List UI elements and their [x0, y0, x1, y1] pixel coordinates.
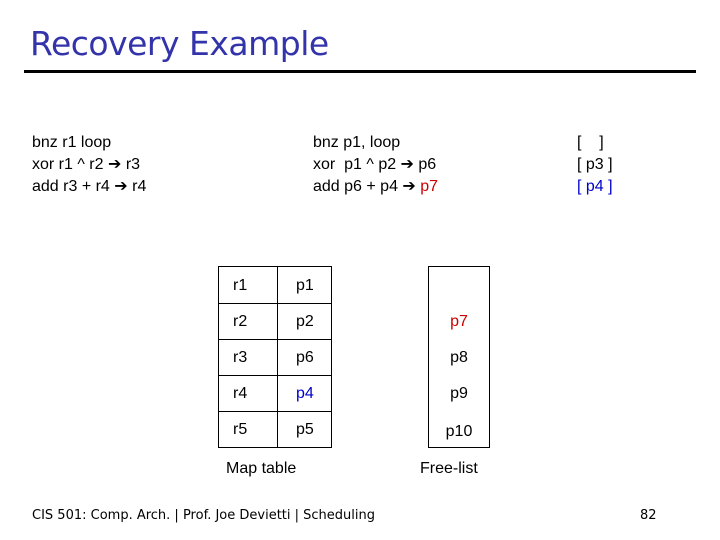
- renamed-code-dest: p7: [420, 178, 439, 195]
- map-table-row: r4 p4: [219, 375, 331, 411]
- map-phys: p5: [277, 411, 331, 447]
- map-reg: r3: [233, 349, 248, 366]
- map-reg: r2: [233, 313, 248, 330]
- map-table-row: r2 p2: [219, 303, 331, 339]
- original-code-line: add r3 + r4 ➔ r4: [32, 178, 147, 195]
- overwritten-entry: [ p4 ]: [577, 178, 613, 195]
- original-code-line: bnz r1 loop: [32, 134, 112, 151]
- title-underline: [24, 70, 696, 73]
- renamed-code-line: add p6 + p4 ➔ p7: [313, 176, 438, 198]
- renamed-code-line: xor p1 ^ p2 ➔ p6: [313, 156, 437, 173]
- free-list-item: p8: [450, 349, 468, 366]
- renamed-code-text: add p6 + p4 ➔: [313, 178, 421, 195]
- free-list-item: p9: [450, 385, 468, 402]
- map-table-row: r3 p6: [219, 339, 331, 375]
- page-number: 82: [640, 508, 657, 523]
- map-table-row: r5 p5: [219, 411, 331, 447]
- overwritten-entry: [ ]: [577, 134, 604, 151]
- original-code-line: xor r1 ^ r2 ➔ r3: [32, 156, 141, 173]
- free-list-item: p7: [450, 313, 468, 330]
- map-table-caption: Map table: [226, 460, 297, 477]
- map-reg: r4: [233, 385, 248, 402]
- free-list-caption: Free-list: [420, 460, 478, 477]
- slide-title: Recovery Example: [30, 24, 329, 63]
- free-list-item: p10: [445, 423, 473, 440]
- renamed-code: bnz p1, loop xor p1 ^ p2 ➔ p6 add p6 + p…: [313, 132, 438, 198]
- map-phys: p1: [277, 267, 331, 303]
- overwritten-registers: [ ] [ p3 ] [ p4 ]: [577, 132, 613, 198]
- renamed-code-line: bnz p1, loop: [313, 134, 401, 151]
- original-code: bnz r1 loop xor r1 ^ r2 ➔ r3 add r3 + r4…: [32, 132, 146, 198]
- map-phys: p2: [277, 303, 331, 339]
- map-phys: p6: [277, 339, 331, 375]
- slide-footer: CIS 501: Comp. Arch. | Prof. Joe Deviett…: [32, 508, 375, 523]
- map-table-row: r1 p1: [219, 267, 331, 303]
- free-list: p7 p8 p9 p10: [428, 266, 490, 448]
- map-phys: p4: [277, 375, 331, 411]
- map-reg: r5: [233, 421, 248, 438]
- map-table: r1 p1 r2 p2 r3 p6 r4 p4 r5 p5: [218, 266, 332, 448]
- map-reg: r1: [233, 277, 248, 294]
- overwritten-entry: [ p3 ]: [577, 156, 613, 173]
